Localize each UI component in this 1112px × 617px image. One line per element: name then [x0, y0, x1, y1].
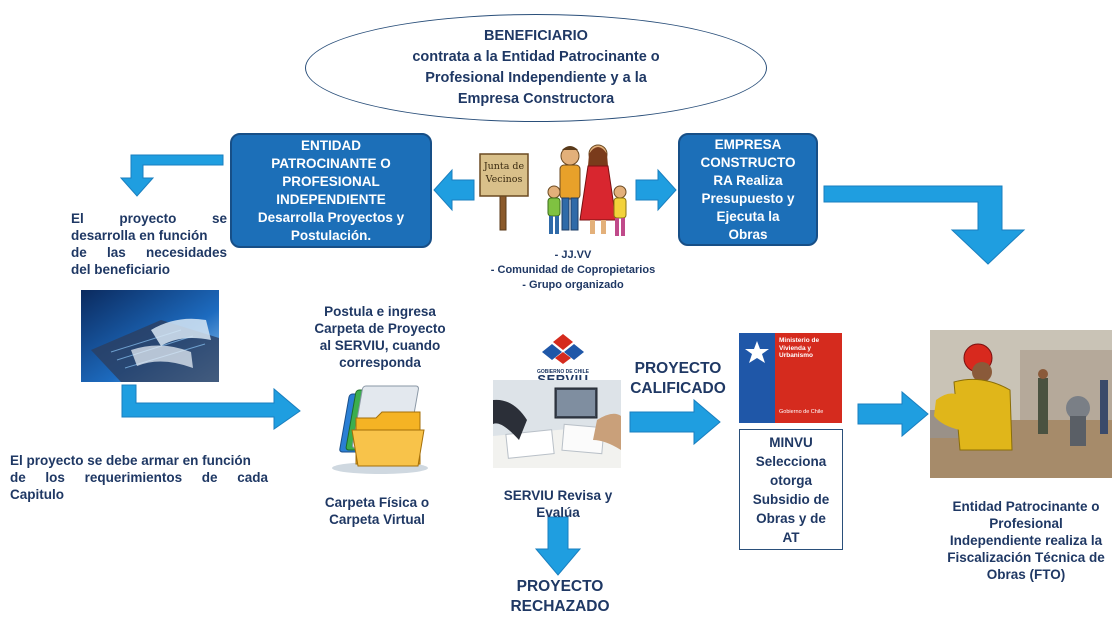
armar-line: El proyecto se debe armar en función: [10, 453, 251, 468]
empresa-line: CONSTRUCTO: [700, 154, 796, 170]
arrow-right-to-empresa: [635, 168, 677, 212]
community-item: - JJ.VV: [554, 249, 592, 261]
calificado-line: PROYECTO: [634, 360, 722, 377]
ellipse-line: contrata a la Entidad Patrocinante o: [412, 49, 660, 65]
proyecto-rechazado-label: PROYECTO RECHAZADO: [500, 577, 620, 617]
desarrolla-line: de las necesidades: [71, 245, 227, 260]
community-item: - Comunidad de Copropietarios: [490, 264, 656, 276]
junta-de-vecinos-sign-icon: [479, 153, 529, 231]
desarrolla-line: desarrolla en función: [71, 228, 208, 243]
serviu-review-photo: [493, 380, 621, 468]
arrow-right-to-minvu: [629, 398, 721, 446]
desarrolla-line: del beneficiario: [71, 262, 171, 277]
serviu-logo-icon: [542, 334, 584, 364]
rechazado-line: RECHAZADO: [510, 598, 610, 615]
serviu-revisa-line: Evalúa: [536, 505, 580, 520]
minvu-logo-line: Urbanismo: [779, 352, 813, 359]
fto-text: Entidad Patrocinante o Profesional Indep…: [940, 498, 1112, 583]
minvu-logo-name: Ministerio de Vivienda y Urbanismo: [779, 337, 841, 360]
arrow-left-to-entidad: [433, 168, 475, 212]
community-item: - Grupo organizado: [522, 279, 624, 291]
serviu-revisa-line: SERVIU Revisa y: [503, 488, 613, 503]
empresa-line: EMPRESA: [714, 136, 782, 152]
community-list: - JJ.VV - Comunidad de Copropietarios - …: [468, 248, 678, 293]
minvu-logo-footer: Gobierno de Chile: [779, 409, 824, 415]
empresa-line: Presupuesto y: [701, 190, 795, 206]
ellipse-line: Empresa Constructora: [457, 91, 615, 107]
minvu-logo-line: Vivienda y: [779, 344, 812, 352]
serviu-logo-small-text: GOBIERNO DE CHILE: [537, 369, 589, 375]
proyecto-desarrolla-text: El proyecto se desarrolla en función de …: [71, 210, 227, 278]
proyecto-calificado-label: PROYECTO CALIFICADO: [622, 359, 734, 399]
fto-line: Independiente realiza la: [949, 533, 1103, 548]
postula-line: corresponda: [339, 355, 421, 370]
carpeta-line: Carpeta Virtual: [329, 512, 425, 527]
minvu-box-line: Obras y de: [756, 510, 826, 526]
minvu-box-line: MINVU: [769, 434, 813, 450]
armar-line: Capitulo: [10, 487, 64, 502]
carpeta-text: Carpeta Física o Carpeta Virtual: [312, 494, 442, 528]
minvu-logo: Ministerio de Vivienda y Urbanismo Gobie…: [739, 333, 842, 423]
family-illustration-icon: [547, 144, 627, 236]
empresa-line: Obras: [728, 226, 768, 242]
minvu-logo-line: Ministerio de: [779, 337, 820, 344]
chile-coat-of-arms-icon: [745, 341, 769, 363]
calificado-line: CALIFICADO: [630, 380, 726, 397]
arrow-elbow-right-down: [823, 185, 1026, 265]
arrow-down-to-rechazado: [534, 516, 582, 576]
empresa-line: RA Realiza: [713, 172, 783, 188]
junta-sign-text: Junta de Vecinos: [483, 161, 525, 185]
carpeta-line: Carpeta Física o: [324, 495, 430, 510]
ellipse-line: Profesional Independiente y a la: [425, 70, 647, 86]
construction-workers-photo: [930, 330, 1112, 478]
ellipse-line: BENEFICIARIO: [484, 28, 588, 44]
folders-icon: [332, 385, 428, 474]
entidad-line: PATROCINANTE O: [271, 155, 391, 171]
laptop-typing-photo: [81, 290, 219, 382]
fto-line: Fiscalización Técnica de: [947, 550, 1105, 565]
empresa-line: Ejecuta la: [716, 208, 780, 224]
minvu-box-line: otorga: [770, 472, 812, 488]
proyecto-armar-text: El proyecto se debe armar en función de …: [10, 452, 268, 503]
empresa-constructora-box: EMPRESA CONSTRUCTO RA Realiza Presupuest…: [678, 133, 818, 246]
beneficiario-ellipse: BENEFICIARIO contrata a la Entidad Patro…: [305, 14, 767, 122]
postula-line: al SERVIU, cuando: [319, 338, 441, 353]
fto-line: Entidad Patrocinante o: [952, 499, 1100, 514]
desarrolla-line: El proyecto se: [71, 211, 227, 226]
entidad-line: ENTIDAD: [301, 137, 361, 153]
entidad-line: PROFESIONAL: [282, 173, 380, 189]
minvu-selecciona-box: MINVU Selecciona otorga Subsidio de Obra…: [739, 429, 843, 550]
armar-line: de los requerimientos de cada: [10, 470, 268, 485]
entidad-line: INDEPENDIENTE: [276, 191, 386, 207]
postula-line: Postula e ingresa: [324, 304, 436, 319]
minvu-box-line: AT: [782, 529, 800, 545]
entidad-line: Desarrolla Proyectos y: [257, 209, 405, 225]
arrow-elbow-laptop-to-folder: [121, 384, 301, 430]
postula-text: Postula e ingresa Carpeta de Proyecto al…: [300, 303, 460, 371]
postula-line: Carpeta de Proyecto: [314, 321, 446, 336]
serviu-revisa-text: SERVIU Revisa y Evalúa: [488, 487, 628, 521]
arrow-right-to-fto: [857, 390, 929, 438]
fto-line: Profesional: [989, 516, 1063, 531]
fto-line: Obras (FTO): [986, 567, 1066, 582]
rechazado-line: PROYECTO: [516, 578, 604, 595]
arrow-elbow-left-down: [119, 154, 224, 197]
minvu-box-line: Selecciona: [755, 453, 827, 469]
entidad-patrocinante-box: ENTIDAD PATROCINANTE O PROFESIONAL INDEP…: [230, 133, 432, 248]
entidad-line: Postulación.: [290, 227, 372, 243]
minvu-box-line: Subsidio de: [752, 491, 830, 507]
